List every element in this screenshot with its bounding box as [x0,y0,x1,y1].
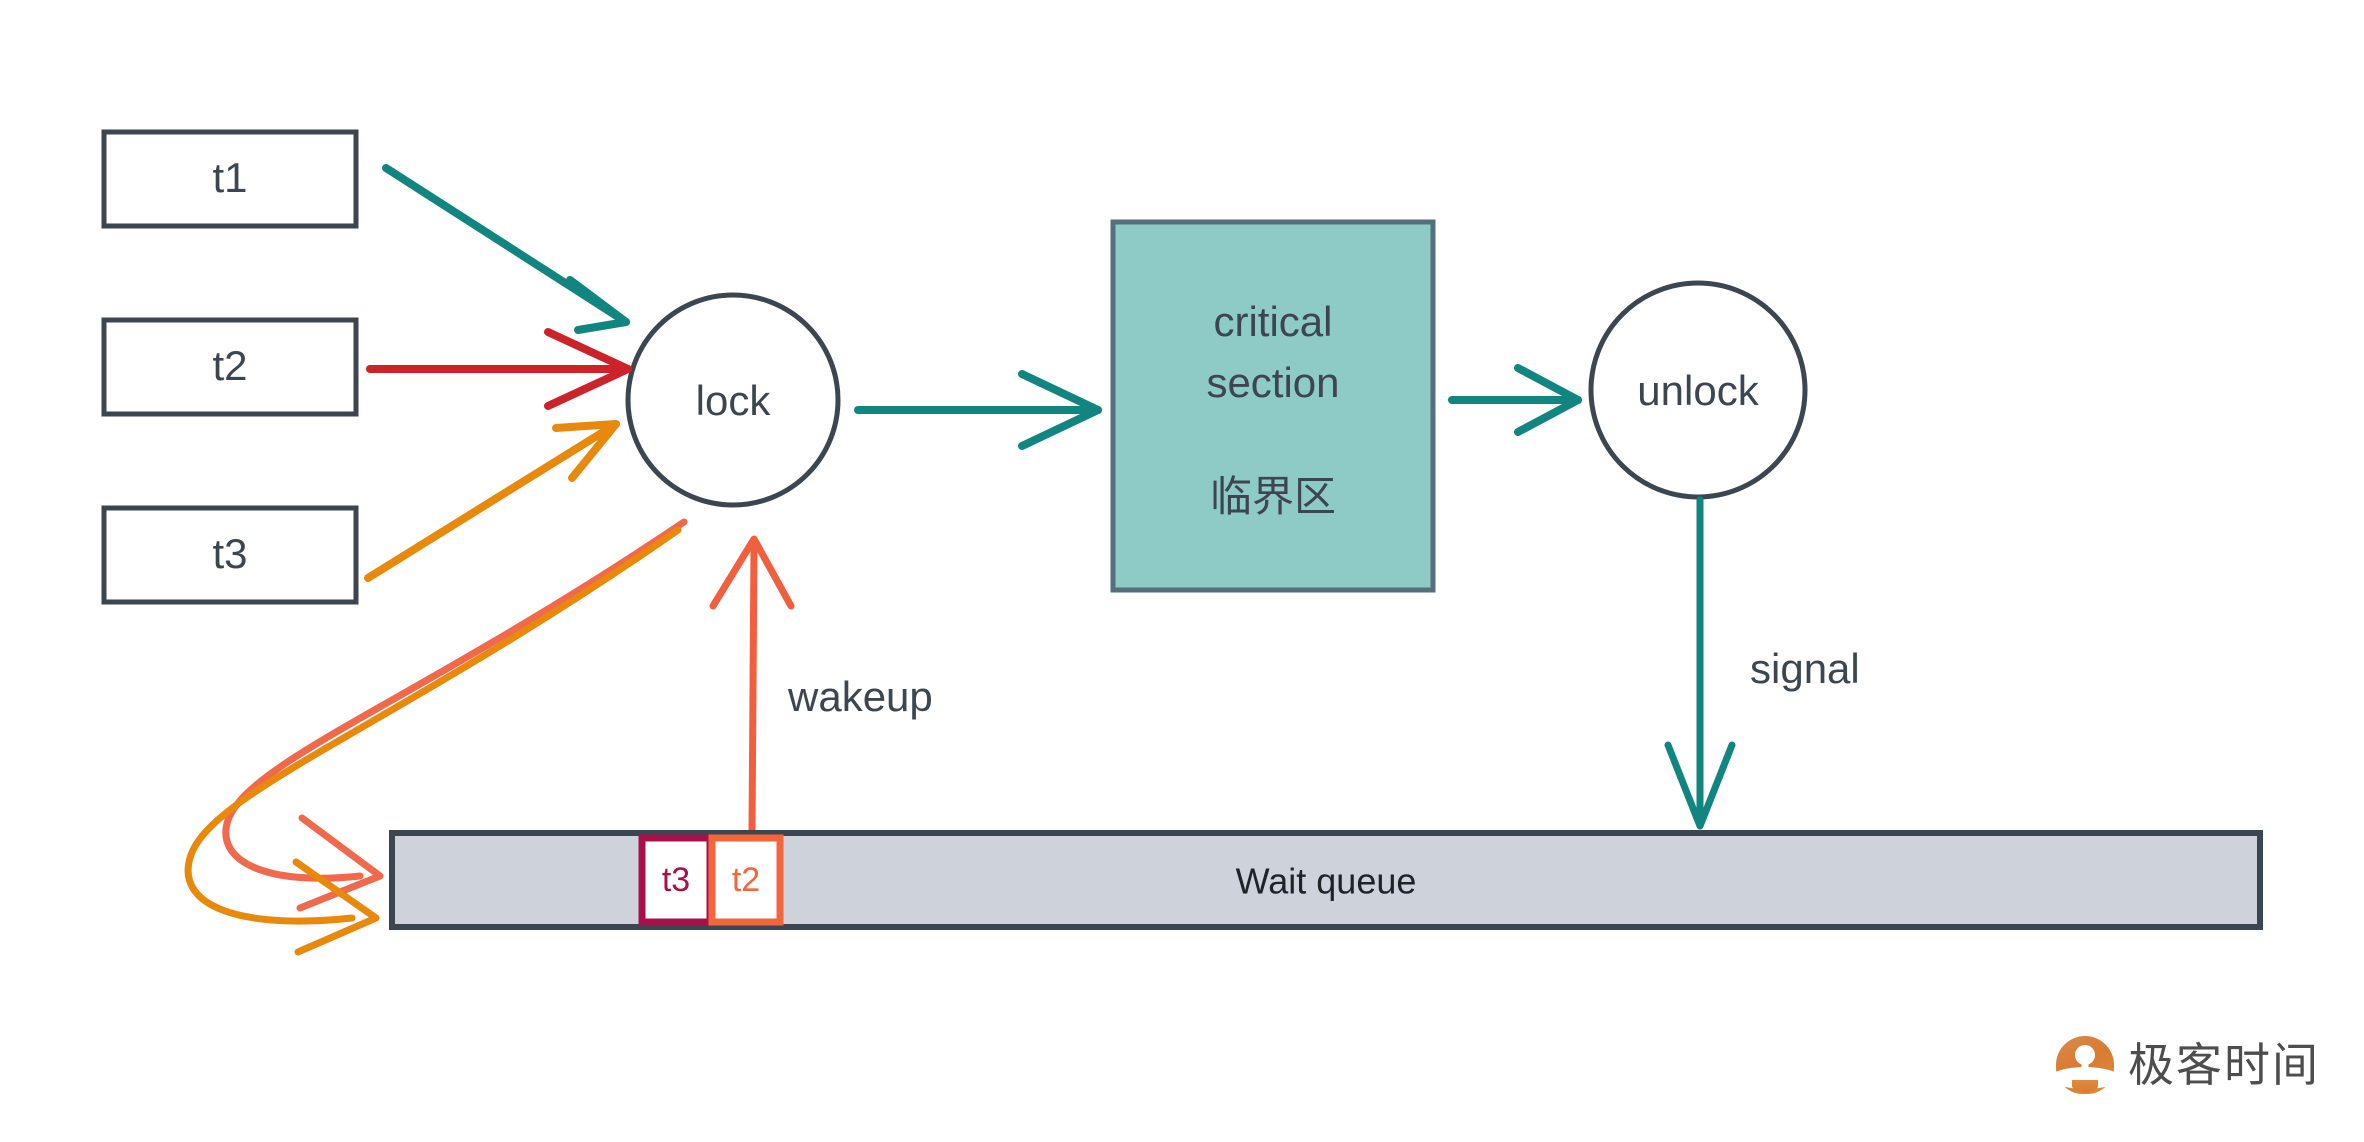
critical-section-label-line1: critical [1213,298,1332,345]
edge-lock-to-critical-arrowhead [1018,370,1102,450]
wait-queue-slot-t2[interactable]: t2 [708,834,784,926]
edge-lock-block-t3-arrowhead [292,858,380,956]
edge-t2-to-lock-arrowhead [544,328,632,410]
wait-queue-slot-t3-rect[interactable] [638,834,714,926]
edge-lock-block-t3-line [184,526,682,925]
lock-node-circle [625,292,841,508]
geektime-logo-cut [2050,1067,2120,1089]
edge-lock-to-critical [854,370,1102,450]
edge-lock-block-t2-arrowhead [296,814,384,912]
edge-queue-to-lock: wakeup [709,535,933,836]
edge-t1-to-lock-arrowhead [566,276,630,334]
thread-box-t3-label: t3 [212,530,247,577]
critical-section-node: critical section 临界区 [1110,219,1436,593]
wait-queue-slot-t3[interactable]: t3 [638,834,714,926]
geektime-logo-icon [2050,1036,2120,1094]
geektime-logo-stem [2081,1051,2089,1081]
thread-box-t2-label: t2 [212,342,247,389]
edge-unlock-to-queue-arrowhead [1664,741,1736,830]
lock-node: lock [625,292,841,508]
wait-queue-label: Wait queue [1236,861,1417,902]
edge-queue-to-lock-arrowhead [709,535,795,610]
brand-wordmark: 极客时间 [2128,1039,2320,1091]
thread-box-t3: t3 [101,505,359,605]
edge-t3-to-lock-line [364,420,620,582]
thread-box-t2: t2 [101,317,359,417]
wait-queue-slot-t3-label: t3 [662,861,690,899]
edge-lock-block-t2-line [222,518,688,882]
unlock-node-circle [1588,280,1808,500]
edge-t2-to-lock [366,328,632,410]
edge-lock-block-t2 [222,518,688,912]
brand-logo: 极客时间 [2050,1036,2320,1094]
edge-unlock-to-queue: signal [1664,496,1860,830]
wait-queue: Wait queue t3 t2 [389,830,2263,930]
edge-wakeup-label: wakeup [787,673,933,720]
geektime-logo-cut-tail [2072,1080,2098,1092]
edge-t3-to-lock-arrowhead [552,420,620,482]
unlock-node: unlock [1588,280,1808,500]
edge-lock-block-t3 [184,526,682,956]
edge-t1-to-lock [382,164,630,334]
lock-node-label: lock [696,377,772,424]
thread-box-t1: t1 [101,129,359,229]
edge-queue-to-lock-line [748,541,758,836]
critical-section-label-line2: section [1206,359,1339,406]
edge-critical-to-unlock-arrowhead [1514,364,1582,436]
unlock-node-label: unlock [1637,367,1759,414]
thread-box-t1-rect [101,129,359,229]
thread-box-t3-rect [101,505,359,605]
wait-queue-slot-t2-label: t2 [732,861,760,899]
wait-queue-slot-t2-rect[interactable] [708,834,784,926]
edge-t3-to-lock [364,420,620,582]
thread-box-t1-label: t1 [212,154,247,201]
edge-critical-to-unlock [1448,364,1582,436]
thread-box-t2-rect [101,317,359,417]
critical-section-label-zh: 临界区 [1210,473,1336,520]
edge-signal-label: signal [1750,645,1860,692]
critical-section-rect [1110,219,1436,593]
